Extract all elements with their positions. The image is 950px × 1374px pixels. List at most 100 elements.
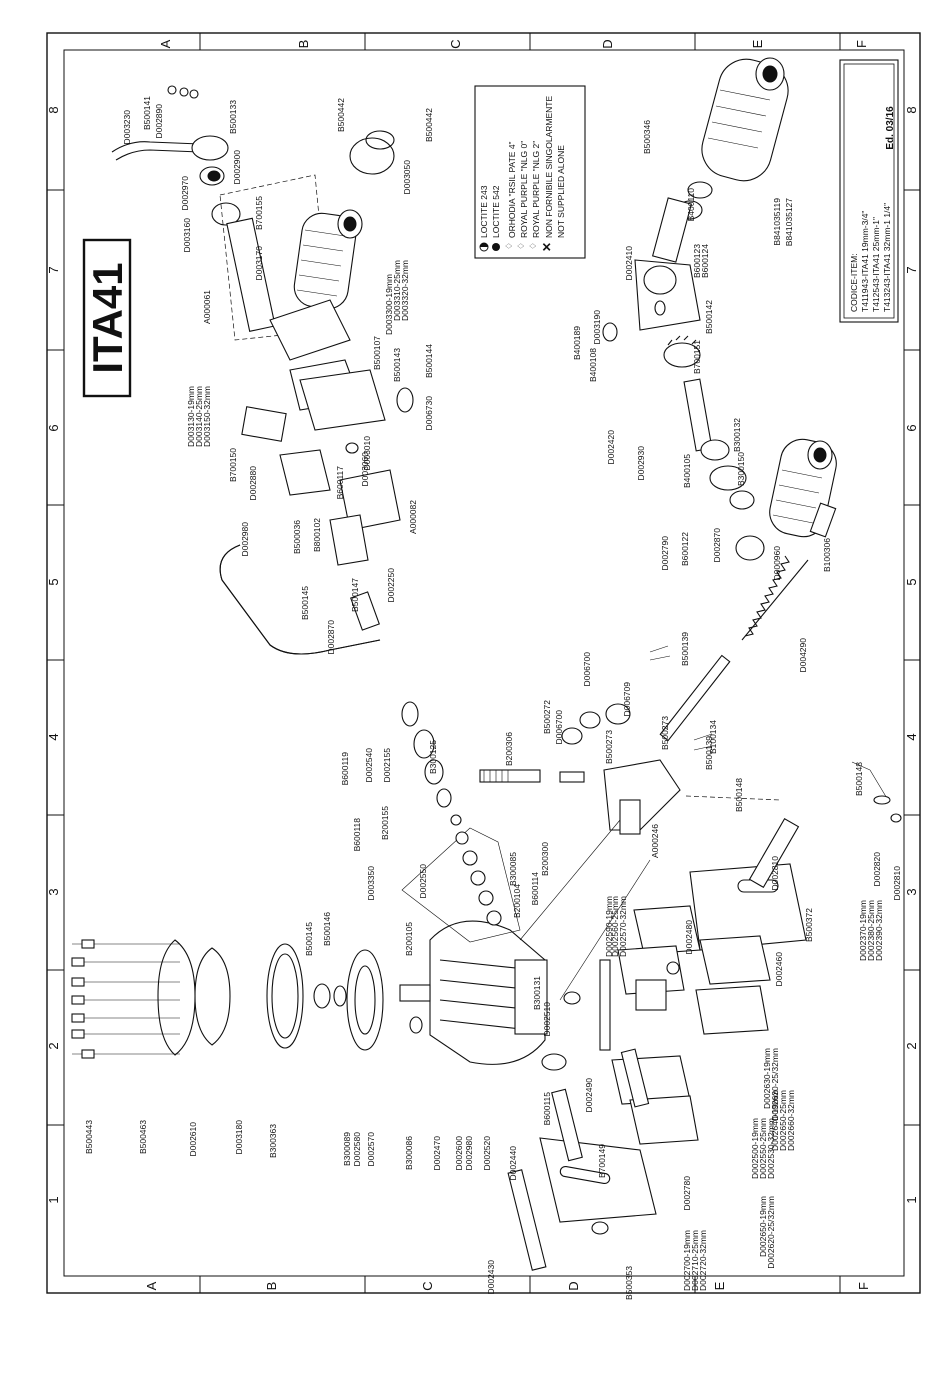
part-label: B600118 [352,818,362,852]
upper-block-stack [241,299,414,566]
small-parts-right [685,761,902,823]
part-label: D002620-25/32mm [770,1048,780,1121]
zone-row-4-left: 4 [46,733,61,740]
part-label: B400105 [682,454,692,488]
part-label: B600123 [692,244,702,278]
zone-row-8-right: 8 [904,106,919,113]
part-label: B500036 [292,520,302,554]
part-label: B500142 [704,300,714,334]
loctite-542-icon [492,243,500,251]
zone-col-a-bottom: A [144,1281,159,1290]
legend-item-6: NON FORNIBILE SINGOLARMENTE [544,96,554,238]
zone-col-d-top: D [600,39,615,48]
part-label: D000960 [772,546,782,581]
part-label: A000246 [650,824,660,858]
part-label: B400189 [572,326,582,360]
base-plate [507,1048,657,1271]
zone-col-e-bottom: E [712,1281,727,1290]
part-label: D003300-19mm [384,274,394,335]
cross-icon: ✕ [540,242,554,252]
zone-row-7-left: 7 [46,266,61,273]
part-label: D002530-32mm [766,1118,776,1179]
part-label: D003140-25mm [194,386,204,447]
part-label: D002660-32mm [786,1090,796,1151]
legend-item-7: NOT SUPPLIED ALONE [556,145,566,238]
outer-frame [46,32,921,1294]
part-label: D002390-32mm [874,900,884,961]
part-label: D003010 [362,436,372,471]
zone-col-f-bottom: F [856,1282,871,1290]
part-label: D002600 [454,1136,464,1171]
part-label: B500148 [734,778,744,812]
part-label: D002370-19mm [858,900,868,961]
part-label: D002700-19mm [682,1230,692,1291]
part-label: D003150-32mm [202,386,212,447]
part-label: B300363 [268,1124,278,1158]
part-label: D002870 [326,620,336,655]
part-label: D002550 [418,864,428,899]
part-label: D002500-19mm [750,1118,760,1179]
part-label: D002380-25mm [866,900,876,961]
part-label: D002640-19mm [770,1090,780,1151]
zone-row-6-right: 6 [904,424,919,431]
part-label: B500273 [660,716,670,750]
legend-box: ♢ ♢ ♢ ✕ LOCTITE 243 LOCTITE 542 ORHODIA … [474,85,586,259]
part-label: B600122 [680,532,690,566]
part-label: D002650-25mm [778,1090,788,1151]
part-label: B500144 [424,344,434,378]
zone-row-8-left: 8 [46,106,61,113]
part-label: B500346 [642,120,652,154]
part-label: D002550-25mm [758,1118,768,1179]
part-label: D006700 [554,710,564,745]
part-label: D002520 [482,1136,492,1171]
part-label: D002710-25mm [690,1230,700,1291]
part-label: B800102 [312,518,322,552]
part-label: D003180 [234,1120,244,1155]
part-label: D003130-19mm [186,386,196,447]
part-label: B500139 [680,632,690,666]
part-label: B400110 [686,188,696,222]
part-label: D003310-25mm [392,260,402,321]
part-label: D004290 [798,638,808,673]
part-label: B200306 [504,732,514,766]
zone-row-3-left: 3 [46,888,61,895]
code-row-3: T413243-ITA41 32mm-1 1/4" [882,203,892,312]
drop-1-icon: ♢ [504,242,514,250]
part-label: B300085 [508,852,518,886]
part-label: B700149 [597,1144,607,1178]
part-label: B500353 [624,1266,634,1300]
part-label: B100306 [822,538,832,572]
part-label: A000082 [408,500,418,534]
zone-col-c-top: C [448,39,463,48]
part-label: B500463 [138,1120,148,1154]
part-label: D002810 [770,856,780,891]
part-label: B200105 [404,922,414,956]
code-row-1: T411943-ITA41 19mm-3/4" [860,211,870,312]
zone-col-c-bottom: C [420,1281,435,1290]
part-label: B200104 [512,884,522,918]
part-label: B600117 [335,466,345,500]
part-label: D002440 [508,1146,518,1181]
upper-handle-grip [293,209,363,310]
part-label: D002870 [712,528,722,563]
part-label: B200155 [380,806,390,840]
part-label: D002580 [352,1132,362,1167]
part-label: D003160 [182,218,192,253]
zone-row-5-left: 5 [46,578,61,585]
zone-col-d-bottom: D [566,1281,581,1290]
part-label: D002630-19mm [762,1048,772,1109]
part-label: D002410 [624,246,634,281]
part-label: B600119 [340,752,350,786]
part-label: D002570 [366,1132,376,1167]
part-label: B500141 [142,96,152,130]
part-label: D002880 [248,466,258,501]
right-gear-assembly [602,197,765,561]
part-label: D002890 [154,104,164,139]
legend-item-4: ROYAL PURPLE "NLG 0" [519,141,529,238]
zone-row-2-right: 2 [904,1042,919,1049]
part-label: B600114 [530,872,540,906]
part-label: B841035127 [784,198,794,246]
zone-row-3-right: 3 [904,888,919,895]
part-label: D002570-32mm [618,896,628,957]
